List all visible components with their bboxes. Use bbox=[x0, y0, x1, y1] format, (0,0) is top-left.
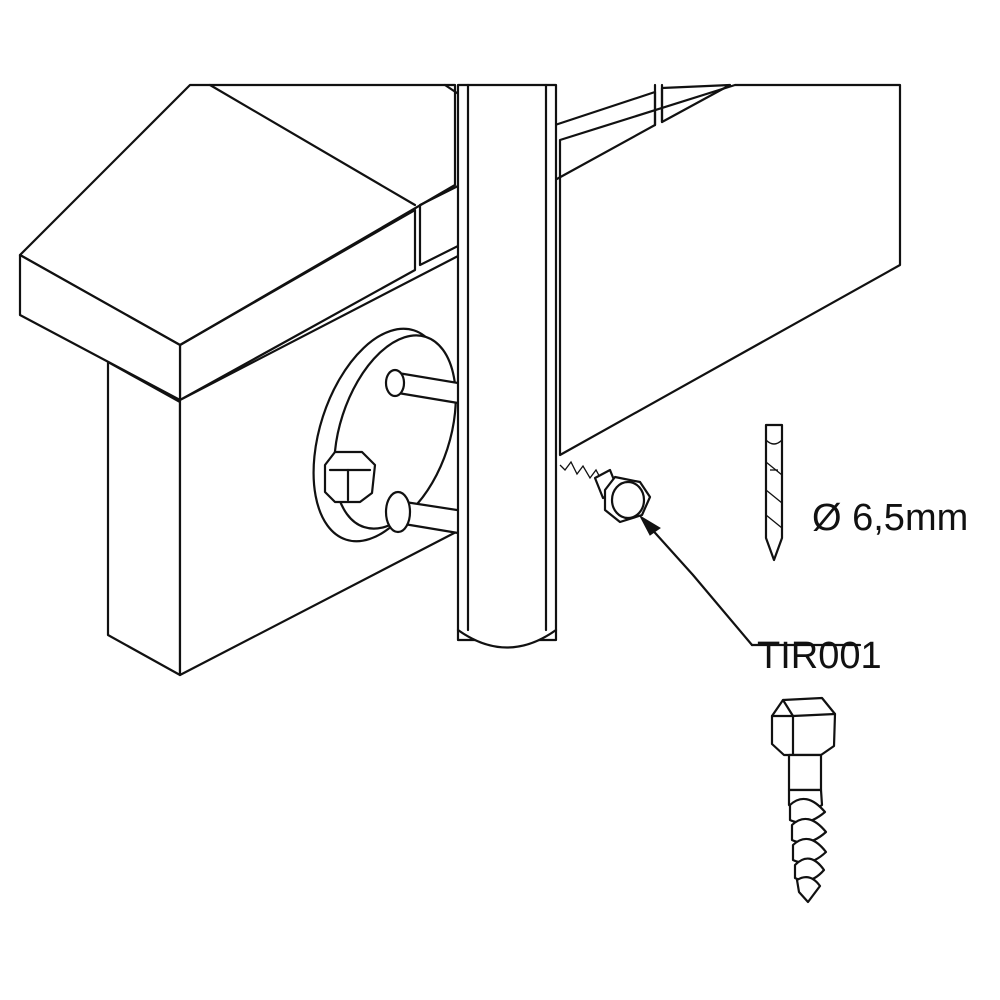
leader-line bbox=[638, 514, 862, 647]
wall-insulation bbox=[106, 360, 182, 677]
vertical-post bbox=[456, 83, 558, 649]
lag-screw-detail-icon bbox=[770, 696, 837, 904]
plate-bolt-icon bbox=[323, 450, 377, 504]
rear-panel bbox=[558, 83, 902, 457]
installed-screw-icon bbox=[559, 460, 652, 524]
part-code-label: TIR001 bbox=[757, 635, 882, 677]
drill-diameter-label: Ø 6,5mm bbox=[812, 497, 968, 539]
drill-bit-icon bbox=[764, 423, 784, 562]
